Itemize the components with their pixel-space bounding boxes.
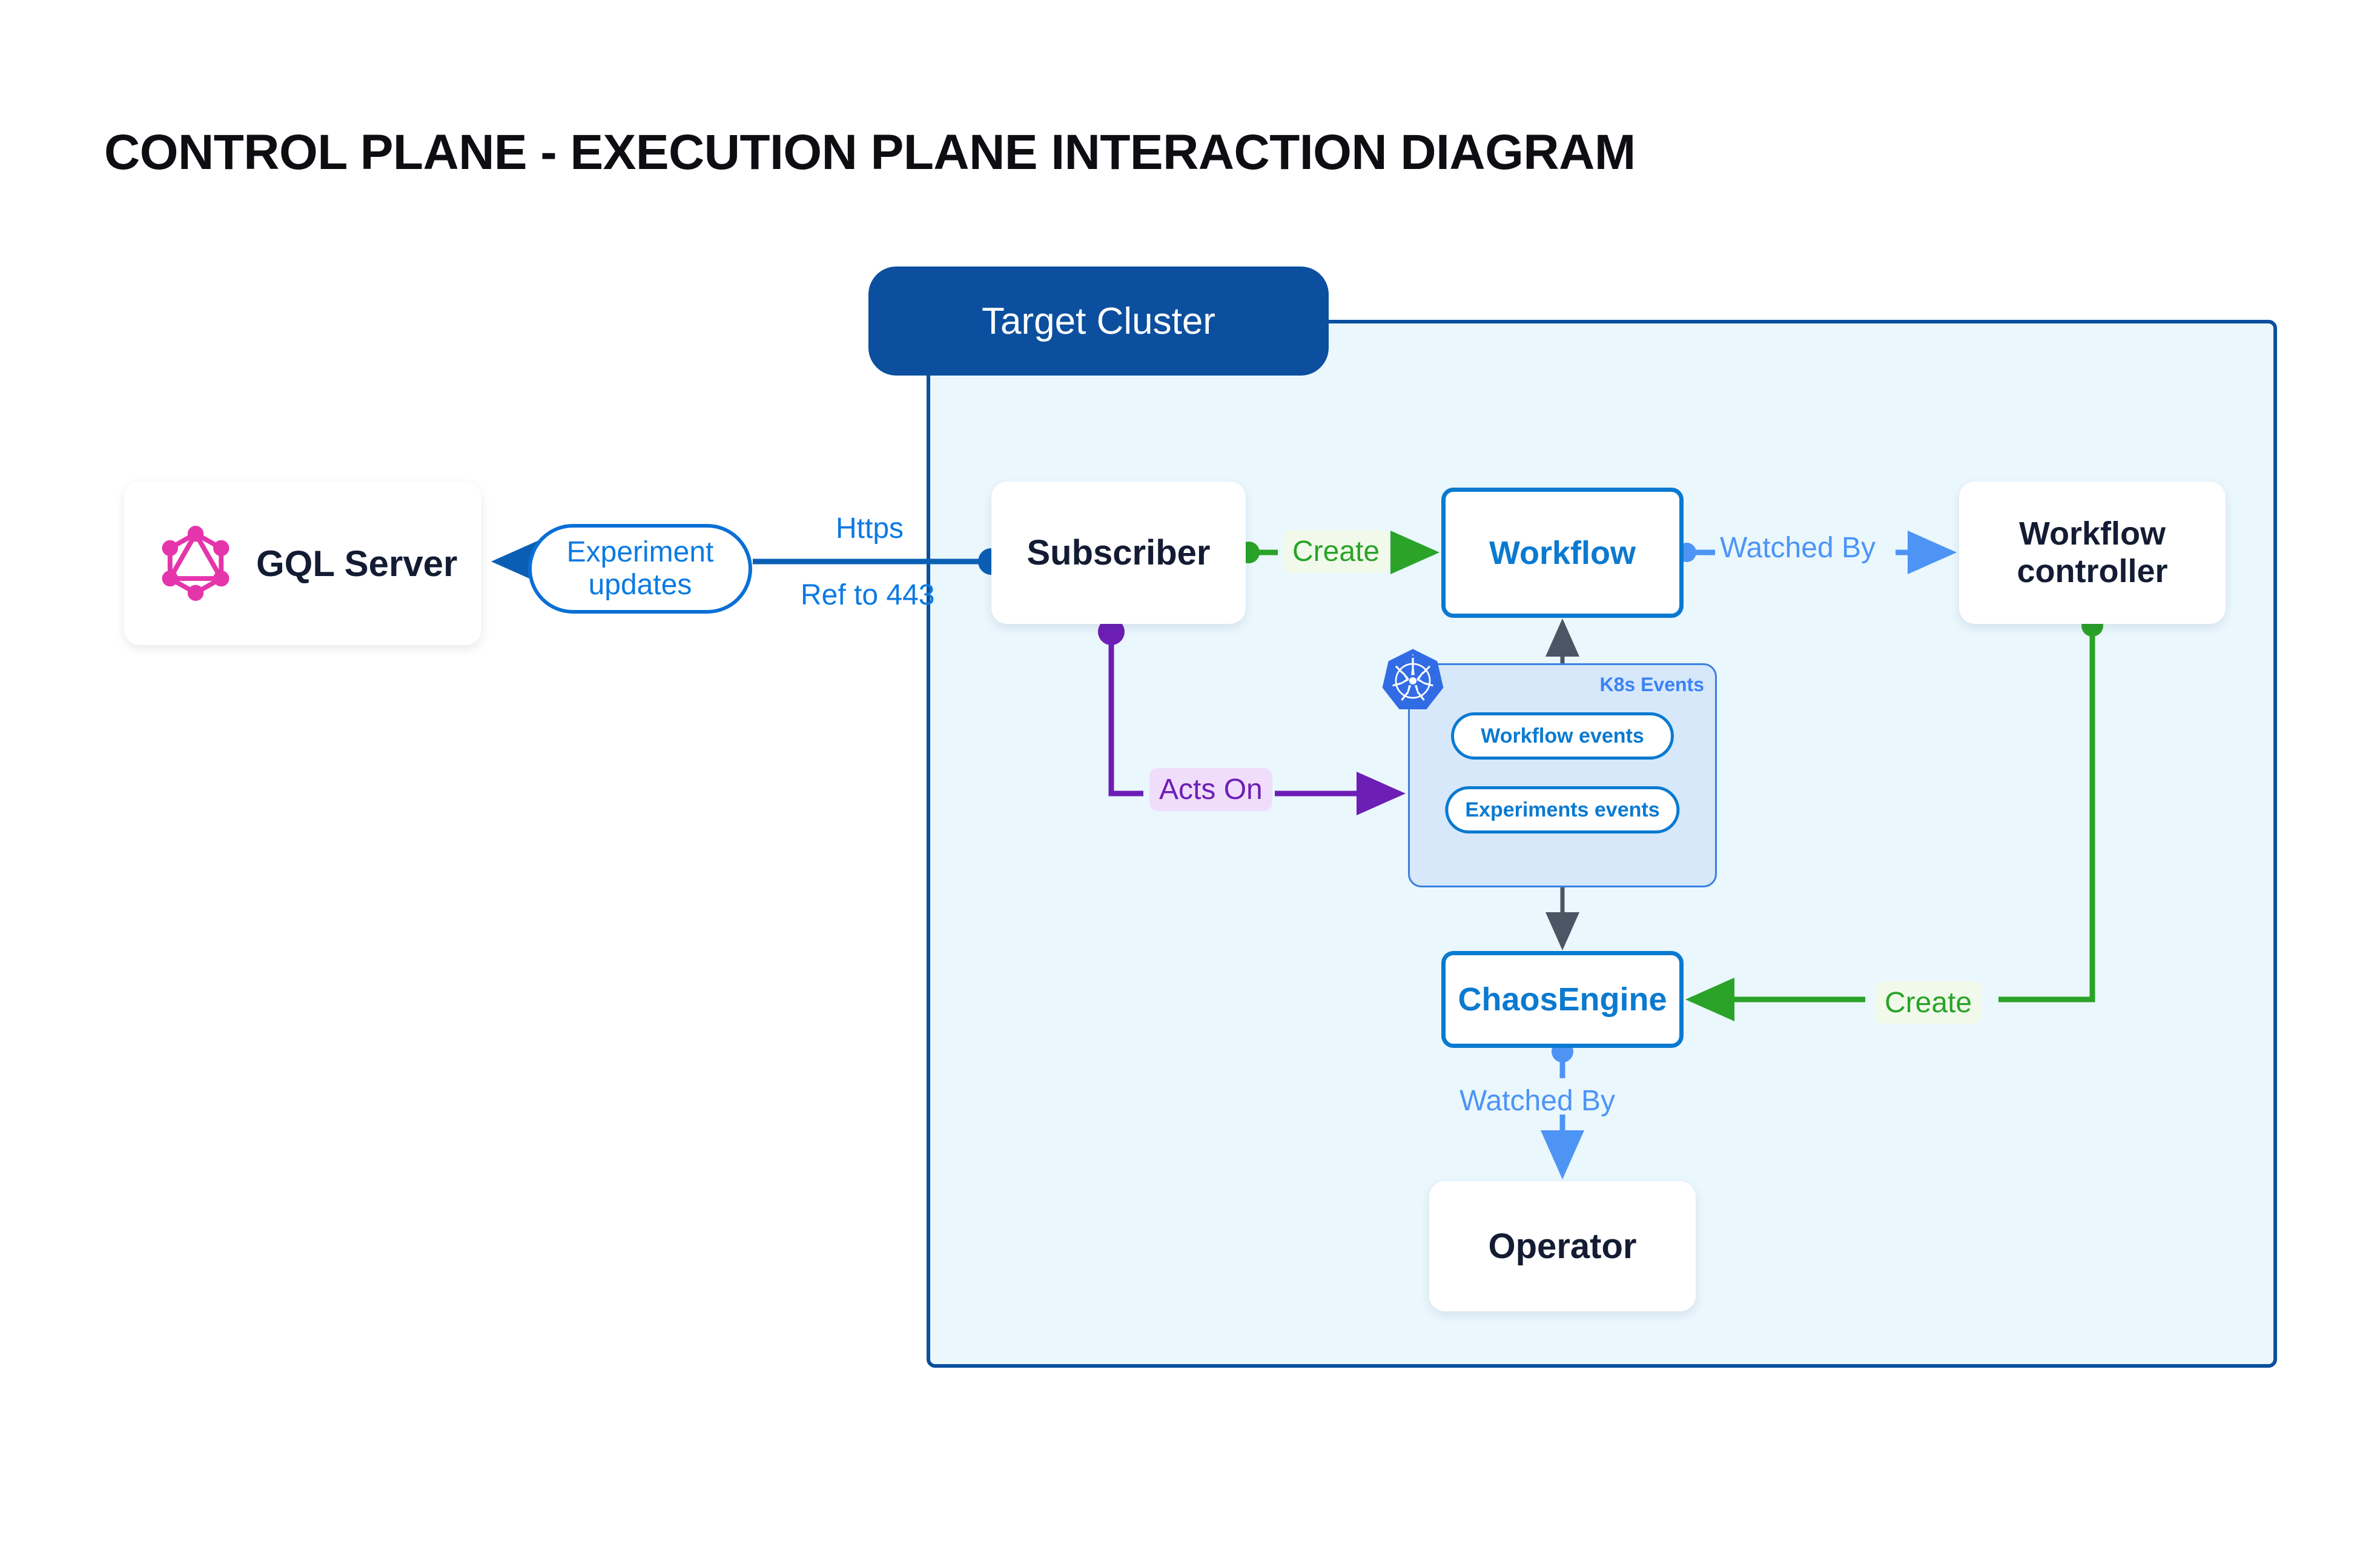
edge-label-create-controller-chaosengine: Create — [1875, 981, 1982, 1024]
target-cluster-title-pill: Target Cluster — [868, 267, 1329, 376]
k8s-pill-workflow-events-label: Workflow events — [1481, 724, 1644, 747]
edge-label-experiment-updates: Experiment updates — [528, 524, 752, 614]
node-gql-server[interactable]: GQL Server — [124, 482, 481, 645]
node-chaosengine-label: ChaosEngine — [1458, 981, 1667, 1018]
edge-label-create-subscriber-workflow: Create — [1283, 530, 1390, 573]
k8s-events-panel: K8s Events Workflow events Experiments e… — [1408, 663, 1717, 887]
node-subscriber-label: Subscriber — [1026, 533, 1211, 572]
k8s-pill-experiments-events-label: Experiments events — [1465, 798, 1660, 821]
page-title: CONTROL PLANE - EXECUTION PLANE INTERACT… — [104, 125, 1636, 180]
node-workflow-controller[interactable]: Workflow controller — [1959, 482, 2226, 624]
node-workflow[interactable]: Workflow — [1441, 488, 1684, 618]
edge-label-watched-by-chaosengine-operator: Watched By — [1459, 1085, 1615, 1117]
k8s-pill-experiments-events[interactable]: Experiments events — [1445, 786, 1680, 833]
edge-label-https: Https — [836, 512, 904, 545]
kubernetes-icon — [1382, 649, 1444, 710]
node-gql-server-label: GQL Server — [256, 543, 458, 584]
edge-label-watched-by-workflow-controller: Watched By — [1720, 532, 1876, 564]
node-workflow-controller-line1: Workflow — [2019, 515, 2166, 552]
edge-label-ref-to-443: Ref to 443 — [801, 579, 935, 611]
node-operator[interactable]: Operator — [1429, 1181, 1696, 1311]
k8s-events-title: K8s Events — [1599, 674, 1704, 695]
node-operator-label: Operator — [1488, 1227, 1637, 1266]
k8s-pill-workflow-events[interactable]: Workflow events — [1451, 712, 1674, 760]
target-cluster-label: Target Cluster — [982, 300, 1215, 342]
node-workflow-controller-line2: controller — [2017, 552, 2168, 589]
graphql-icon — [162, 525, 230, 601]
edge-label-acts-on: Acts On — [1149, 768, 1272, 811]
edge-label-experiment-updates-text: Experiment updates — [566, 536, 714, 601]
node-chaosengine[interactable]: ChaosEngine — [1441, 951, 1684, 1048]
node-workflow-label: Workflow — [1489, 534, 1636, 571]
node-subscriber[interactable]: Subscriber — [991, 482, 1246, 624]
